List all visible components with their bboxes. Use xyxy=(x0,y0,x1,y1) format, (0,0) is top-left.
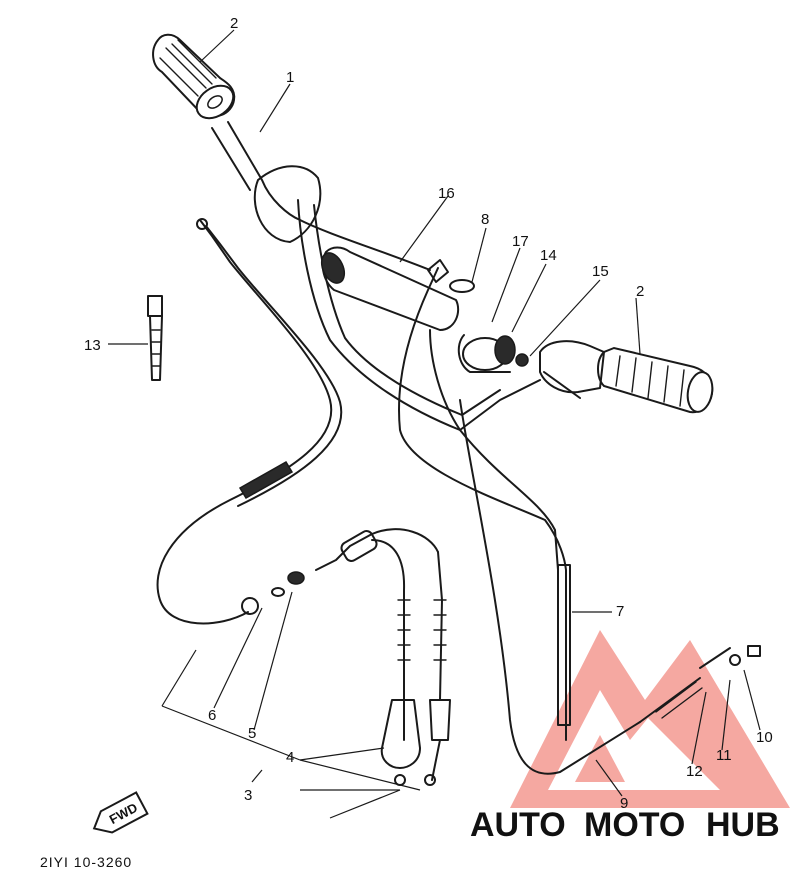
callout-7: 7 xyxy=(616,603,624,620)
drawing-code: 2IYI 10-3260 xyxy=(40,854,132,870)
left-grip xyxy=(152,33,236,120)
callout-9: 9 xyxy=(620,795,628,812)
callout-6: 6 xyxy=(208,707,216,724)
watermark-part3: HUB xyxy=(706,806,780,844)
lower-cable xyxy=(459,399,703,775)
callout-2-left: 2 xyxy=(230,15,238,32)
callout-14: 14 xyxy=(540,247,557,264)
right-grip xyxy=(539,340,714,414)
throttle-tube xyxy=(320,246,460,331)
watermark-text: AUTO MOTO HUB xyxy=(470,806,780,844)
callout-4: 4 xyxy=(286,749,294,766)
cable-band xyxy=(147,295,163,381)
callout-12: 12 xyxy=(686,763,703,780)
callout-17: 17 xyxy=(512,233,529,250)
callout-8: 8 xyxy=(481,211,489,228)
callout-11: 11 xyxy=(716,747,732,764)
callout-2-right: 2 xyxy=(636,283,644,300)
callout-16: 16 xyxy=(438,185,455,202)
callout-10: 10 xyxy=(756,729,773,746)
throttle-cable xyxy=(398,259,571,741)
callout-5: 5 xyxy=(248,725,256,742)
leader-lines xyxy=(108,29,761,819)
callout-1: 1 xyxy=(286,69,294,86)
washer xyxy=(449,279,475,293)
callout-15: 15 xyxy=(592,263,609,280)
throttle-cable-assembly xyxy=(315,528,451,786)
watermark-logo-icon xyxy=(510,630,790,808)
throttle-housing xyxy=(457,334,581,399)
callout-3: 3 xyxy=(244,787,252,804)
watermark-part1: AUTO xyxy=(470,806,566,844)
callout-13: 13 xyxy=(84,337,101,354)
cable-end-parts xyxy=(699,645,761,669)
fwd-arrow-icon: FWD xyxy=(92,791,149,834)
watermark-part2: MOTO xyxy=(584,806,685,844)
cable-adjusters xyxy=(271,571,305,597)
clutch-cable xyxy=(156,218,343,625)
handlebar xyxy=(211,121,541,431)
